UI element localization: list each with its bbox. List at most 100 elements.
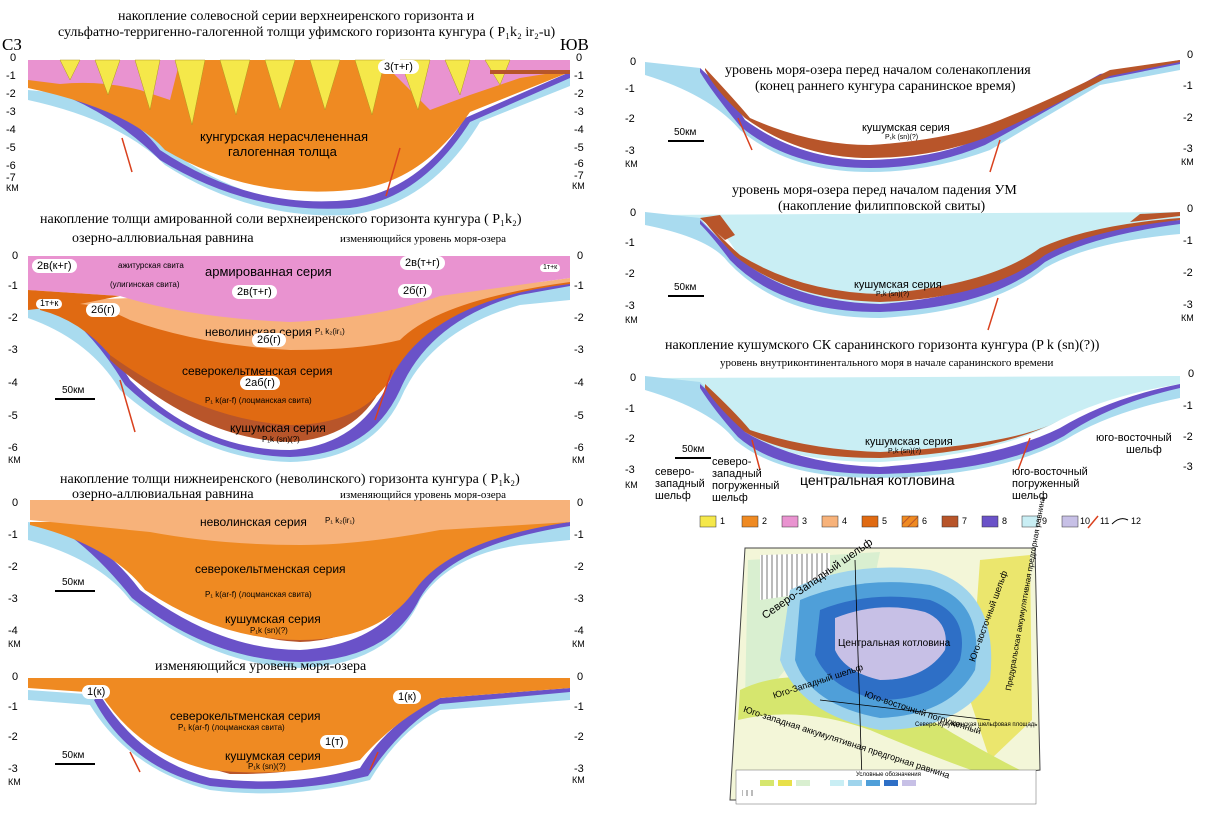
region-label: западный: [712, 468, 762, 480]
tick-label: -1: [8, 529, 18, 541]
tick-label: -1: [8, 701, 18, 713]
tick-label: -6: [574, 158, 584, 170]
purple-base: [700, 220, 1180, 312]
panel5-kush-index: P₁k (sn)(?): [885, 134, 919, 141]
tick-label: 0: [1187, 49, 1194, 61]
sev-layer: [30, 520, 570, 640]
tick-label: -1: [625, 237, 635, 249]
tick-label: -3: [574, 106, 584, 118]
unit-label: КМ: [625, 315, 638, 325]
unit-label: КМ: [8, 455, 21, 465]
region-label: погруженный: [1012, 478, 1080, 490]
region-label: шельф: [712, 492, 748, 504]
panel2-kush-index: P₁k (sn)(?): [262, 435, 300, 444]
section-panel-6: [645, 212, 1180, 331]
scale-label: 50км: [62, 385, 85, 396]
tick-label: -2: [8, 731, 18, 743]
scale-label: 50км: [682, 444, 705, 455]
tick-label: -3: [1183, 461, 1193, 473]
tick-label: -1: [574, 529, 584, 541]
legend: [699, 515, 1129, 529]
tick-label: 0: [1188, 368, 1195, 380]
scale-label: 50км: [674, 282, 697, 293]
panel3-nev-label: неволинская серия: [200, 515, 307, 529]
tick-label: -2: [8, 561, 18, 573]
section-panel-1: [28, 56, 570, 216]
tick-label: -7: [6, 172, 16, 184]
panel2-right-sub: изменяющийся уровень моря-озера: [340, 233, 506, 245]
tick-label: -3: [625, 464, 635, 476]
legend-number: 7: [962, 516, 968, 526]
tick-label: -2: [625, 433, 635, 445]
scale-line: [668, 295, 704, 297]
panel4-sev-index: P₁ k(ar-f) (лоцманская свита): [178, 723, 285, 732]
tick-label: 0: [577, 250, 584, 262]
arm-layer: [28, 256, 570, 322]
panel2-nev-label: неволинская серия: [205, 325, 312, 339]
tick-label: -2: [574, 312, 584, 324]
tick-label: -4: [8, 377, 18, 389]
tick-label: -1: [1183, 400, 1193, 412]
panel7-center-label: центральная котловина: [800, 472, 955, 488]
tick-label: -4: [6, 124, 16, 136]
panel6-title-line1: уровень моря-озера перед началом падения…: [732, 183, 1017, 198]
legend-number: 5: [882, 516, 888, 526]
panel5-title-line1: уровень моря-озера перед началом соленак…: [725, 63, 1031, 78]
panel1-corner-right: ЮВ: [560, 35, 589, 54]
panel2-ulg-label: (улигинская свита): [110, 280, 180, 289]
panel1-corner-left: СЗ: [2, 35, 22, 54]
tick-label: 0: [12, 250, 19, 262]
panel1-title-line1: накопление солевосной серии верхнеиренск…: [118, 9, 475, 24]
tick-label: -1: [6, 70, 16, 82]
panel4-bubble: 1(т): [320, 735, 349, 750]
tick-label: -4: [574, 625, 584, 637]
tick-label: -5: [574, 142, 584, 154]
tick-label: -2: [1183, 267, 1193, 279]
tick-label: -2: [574, 88, 584, 100]
region-label: шельф: [1126, 444, 1162, 456]
region-label: погруженный: [712, 480, 780, 492]
legend-number: 12: [1131, 516, 1142, 526]
panel5-title-line2: (конец раннего кунгура саранинское время…: [755, 79, 1016, 94]
tick-label: 0: [577, 671, 584, 683]
panel2-kush-label: кушумская серия: [230, 421, 326, 435]
unit-label: КМ: [8, 639, 21, 649]
map-center-label: Центральная котловина: [838, 638, 951, 649]
panel3-sev-label: северокельтменская серия: [195, 562, 346, 576]
tick-label: -4: [574, 124, 584, 136]
legend-number: 6: [922, 516, 928, 526]
tick-label: -4: [8, 625, 18, 637]
panel2-bubble: 2б(г): [398, 284, 432, 299]
panel2-bubble: 2в(т+г): [232, 285, 277, 300]
tick-label: -1: [574, 280, 584, 292]
region-label: юго-восточный: [1096, 432, 1172, 444]
tick-label: -3: [625, 145, 635, 157]
section-panel-5: [645, 60, 1180, 173]
panel2-sev-index: P₁ k(ar-f) (лоцманская свита): [205, 396, 312, 405]
tick-label: -3: [625, 300, 635, 312]
panel1-body-label-2: галогенная толща: [228, 144, 337, 159]
panel4-kush-label: кушумская серия: [225, 749, 321, 763]
unit-label: КМ: [572, 181, 585, 191]
yellow-wedges: [59, 59, 511, 126]
scale-label: 50км: [674, 127, 697, 138]
tick-label: -3: [1183, 143, 1193, 155]
panel2-bubble: 1т+к: [540, 264, 561, 272]
region-label: северо-: [655, 466, 695, 478]
unit-label: КМ: [6, 183, 19, 193]
tick-label: -1: [1183, 80, 1193, 92]
map-legend-title: Условные обозначения: [856, 772, 921, 778]
panel6-kush-label: кушумская серия: [854, 279, 942, 291]
tick-label: -2: [625, 113, 635, 125]
panel2-bubble: 2аб(г): [240, 376, 280, 391]
panel2-bubble: 1т+к: [36, 298, 63, 309]
tick-label: -6: [574, 442, 584, 454]
panel4-sev-label: северокельтменская серия: [170, 709, 321, 723]
scale-line: [675, 457, 711, 459]
legend-number: 2: [762, 516, 768, 526]
tick-label: -2: [8, 312, 18, 324]
panel6-kush-index: P₁k (sn)(?): [876, 291, 910, 298]
paleogeographic-map: [729, 547, 1041, 805]
scale-label: 50км: [62, 750, 85, 761]
panel1-title-line2: сульфатно-терригенно-галогенной толщи уф…: [58, 25, 556, 40]
